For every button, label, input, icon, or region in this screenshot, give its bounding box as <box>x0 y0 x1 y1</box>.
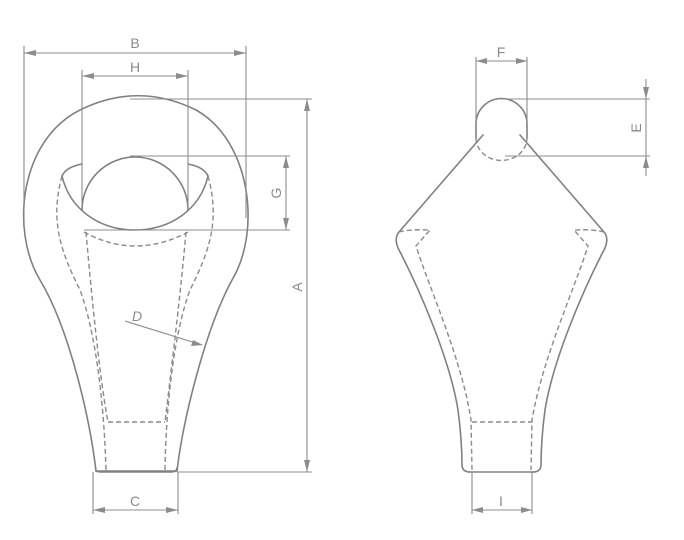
dimension-d: D <box>124 308 203 346</box>
dimension-label-g: G <box>268 188 284 199</box>
front-eye-right-lip <box>187 163 209 177</box>
dimension-i: I <box>471 472 533 514</box>
front-outer-body <box>22 94 249 472</box>
dimension-label-f: F <box>497 44 506 60</box>
side-body-right <box>519 134 608 473</box>
side-pin-hidden-bottom <box>475 137 528 162</box>
dimension-g: G <box>84 155 290 231</box>
front-hidden-wedge-outer-right <box>164 175 214 471</box>
side-pin-top <box>475 97 528 139</box>
front-pin-hole <box>81 156 189 211</box>
dimension-label-e: E <box>628 123 644 132</box>
side-hidden-left <box>398 229 473 471</box>
front-eye-inner-curve <box>61 175 209 231</box>
front-hidden-wedge-inner-left <box>85 231 109 423</box>
side-body-left <box>395 134 484 473</box>
front-hidden-wedge-inner-right <box>164 231 187 423</box>
dimension-label-i: I <box>499 493 503 509</box>
dimension-label-b: B <box>130 35 139 51</box>
side-view: F E I <box>395 44 650 514</box>
dimension-label-c: C <box>130 493 140 509</box>
dimension-label-h: H <box>130 59 140 75</box>
front-view: B H A G <box>22 35 312 514</box>
dimension-b: B <box>23 35 247 218</box>
dimension-a: A <box>130 98 312 473</box>
front-hidden-wedge-outer-left <box>56 175 107 471</box>
side-hidden-right <box>530 229 605 471</box>
dimension-f: F <box>475 44 528 124</box>
front-hidden-wedge-top <box>83 231 189 247</box>
dimension-e: E <box>501 79 650 176</box>
dimension-label-d: D <box>132 308 142 324</box>
dimension-h: H <box>81 59 189 210</box>
dimension-label-a: A <box>289 282 305 292</box>
dimension-c: C <box>92 472 179 514</box>
front-eye-left-lip <box>61 163 83 177</box>
front-bottom-edge <box>95 467 178 473</box>
